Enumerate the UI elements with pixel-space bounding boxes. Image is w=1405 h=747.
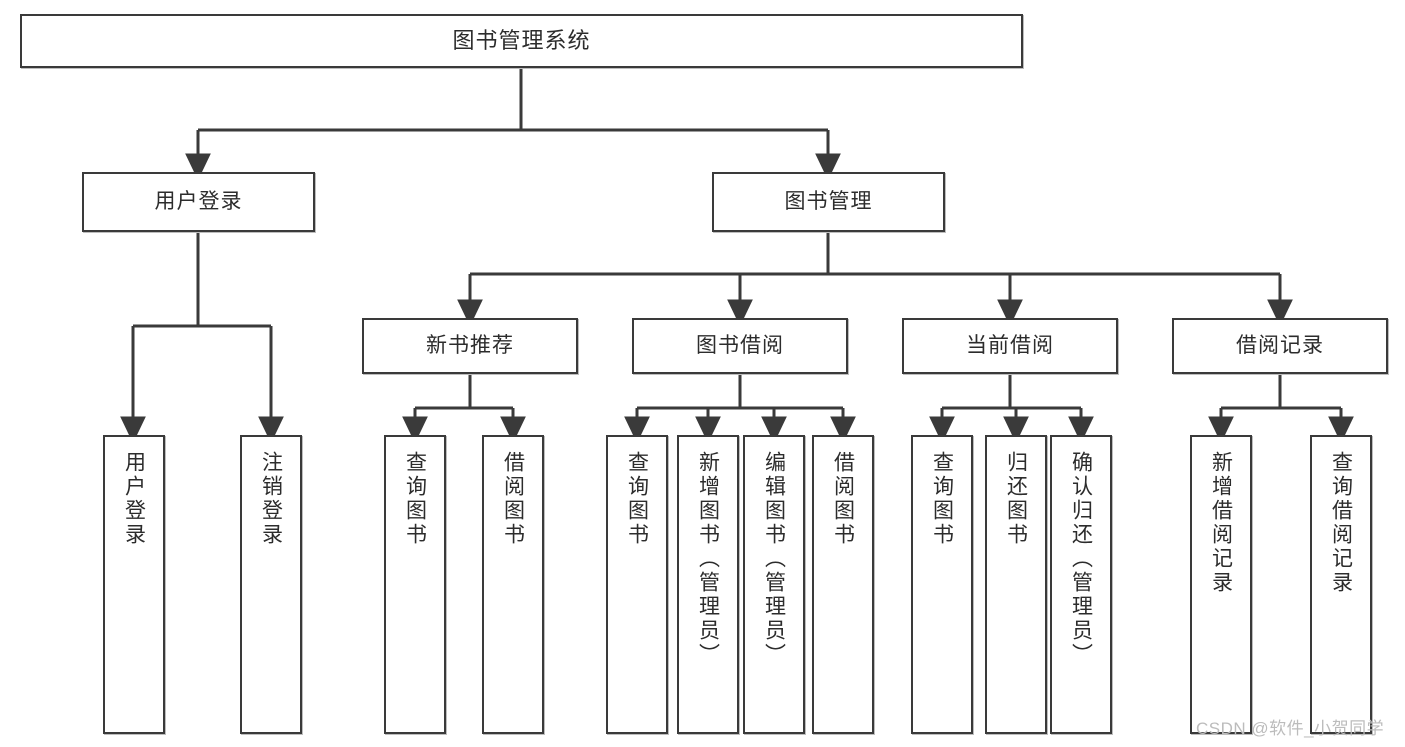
node-label: 查询借阅记录	[1329, 451, 1353, 595]
node-book-management[interactable]: 图书管理	[712, 172, 945, 232]
leaf-user-login[interactable]: 用户登录	[103, 435, 165, 734]
edges-book-management	[457, 232, 1293, 327]
node-new-book-recommendation[interactable]: 新书推荐	[362, 318, 578, 374]
node-borrowing-records[interactable]: 借阅记录	[1172, 318, 1388, 374]
edges-current-borrow	[929, 374, 1094, 444]
edges-book-borrow	[624, 374, 856, 444]
leaf-query-books-borrow[interactable]: 查询图书	[606, 435, 668, 734]
leaf-borrow-books[interactable]: 借阅图书	[812, 435, 874, 734]
node-label: 确认归还（管理员）	[1069, 451, 1093, 667]
node-label: 新增借阅记录	[1209, 451, 1233, 595]
node-label: 新书推荐	[426, 334, 514, 358]
leaf-confirm-return-admin[interactable]: 确认归还（管理员）	[1050, 435, 1112, 734]
node-label: 查询图书	[403, 451, 427, 547]
leaf-return-books[interactable]: 归还图书	[985, 435, 1047, 734]
node-label: 借阅图书	[831, 451, 855, 547]
node-book-borrowing[interactable]: 图书借阅	[632, 318, 848, 374]
node-label: 查询图书	[625, 451, 649, 547]
edges-new-book-rec	[402, 374, 526, 444]
edges-borrow-records	[1208, 374, 1354, 444]
leaf-borrow-books-rec[interactable]: 借阅图书	[482, 435, 544, 734]
node-label: 图书借阅	[696, 334, 784, 358]
node-label: 查询图书	[930, 451, 954, 547]
node-label: 用户登录	[154, 190, 243, 214]
node-label: 图书管理	[784, 190, 873, 214]
node-label: 编辑图书（管理员）	[762, 451, 786, 667]
leaf-query-borrow-record[interactable]: 查询借阅记录	[1310, 435, 1372, 734]
watermark-csdn: CSDN @软件_小贺同学	[1196, 719, 1385, 738]
leaf-logout[interactable]: 注销登录	[240, 435, 302, 734]
edges-root	[185, 68, 841, 181]
leaf-add-book-admin[interactable]: 新增图书（管理员）	[677, 435, 739, 734]
node-label: 归还图书	[1004, 451, 1028, 547]
node-label: 图书管理系统	[452, 27, 591, 53]
leaf-add-borrow-record[interactable]: 新增借阅记录	[1190, 435, 1252, 734]
leaf-edit-book-admin[interactable]: 编辑图书（管理员）	[743, 435, 805, 734]
leaf-query-books-rec[interactable]: 查询图书	[384, 435, 446, 734]
node-label: 新增图书（管理员）	[696, 451, 720, 667]
node-user-login[interactable]: 用户登录	[82, 172, 315, 232]
node-current-borrowing[interactable]: 当前借阅	[902, 318, 1118, 374]
node-label: 用户登录	[122, 451, 146, 547]
leaf-query-books-current[interactable]: 查询图书	[911, 435, 973, 734]
node-label: 当前借阅	[966, 334, 1054, 358]
node-root-book-management-system[interactable]: 图书管理系统	[20, 14, 1023, 68]
node-label: 借阅图书	[501, 451, 525, 547]
node-label: 借阅记录	[1236, 334, 1324, 358]
edges-user-login	[120, 232, 284, 444]
node-label: 注销登录	[259, 451, 283, 547]
